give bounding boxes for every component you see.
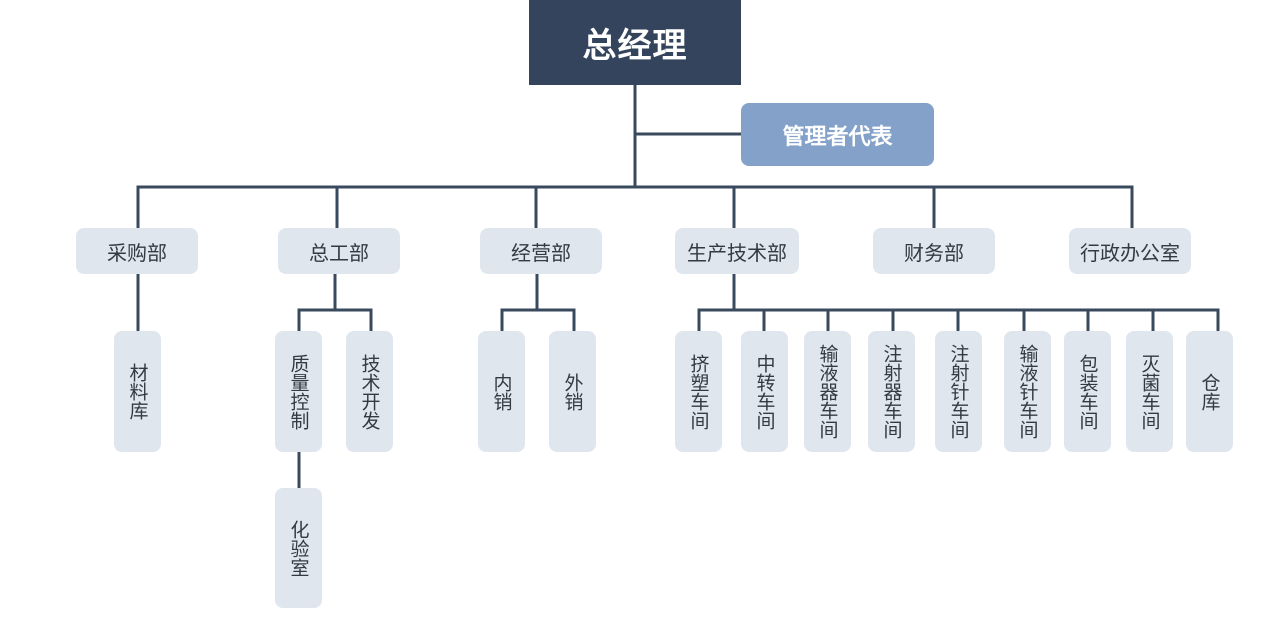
unit-label: 包装车间 [1076,353,1099,430]
dept-sales: 经营部 [480,228,602,274]
unit-label: 灭菌车间 [1138,353,1161,430]
management-representative-node: 管理者代表 [741,103,934,166]
unit-label: 注射针车间 [947,344,970,439]
unit-domestic-sales: 内销 [478,331,525,452]
unit-label: 材料库 [126,363,149,420]
management-representative-label: 管理者代表 [782,124,893,150]
unit-label: 质量控制 [287,353,310,430]
unit-label: 技术开发 [358,353,381,430]
unit-label: 输液器车间 [816,344,839,439]
unit-laboratory: 化验室 [275,488,322,608]
unit-export-sales: 外销 [549,331,596,452]
dept-purchase-label: 采购部 [107,240,167,265]
unit-infusion-set-workshop: 输液器车间 [804,331,851,452]
dept-purchase: 采购部 [76,228,198,274]
dept-finance-label: 财务部 [904,240,964,265]
unit-extrusion-workshop: 挤塑车间 [675,331,722,452]
unit-label: 注射器车间 [880,344,903,439]
unit-packaging-workshop: 包装车间 [1064,331,1111,452]
dept-engineering-label: 总工部 [309,240,369,265]
unit-quality-control: 质量控制 [275,331,322,452]
unit-needle-workshop: 注射针车间 [935,331,982,452]
unit-label: 挤塑车间 [687,353,710,430]
dept-production: 生产技术部 [675,228,799,274]
general-manager-label: 总经理 [582,26,688,66]
dept-sales-label: 经营部 [511,240,571,265]
general-manager-node: 总经理 [529,0,741,85]
unit-infusion-needle-workshop: 输液针车间 [1004,331,1051,452]
dept-admin: 行政办公室 [1069,228,1191,274]
unit-label: 内销 [490,372,513,411]
dept-engineering: 总工部 [278,228,400,274]
unit-material-store: 材料库 [114,331,161,452]
unit-syringe-workshop: 注射器车间 [868,331,915,452]
unit-label: 中转车间 [753,353,776,430]
unit-label: 外销 [561,372,584,411]
dept-admin-label: 行政办公室 [1080,240,1180,265]
unit-sterilization-workshop: 灭菌车间 [1126,331,1173,452]
unit-label: 仓库 [1198,372,1221,411]
unit-transfer-workshop: 中转车间 [741,331,788,452]
dept-finance: 财务部 [873,228,995,274]
dept-production-label: 生产技术部 [687,240,787,265]
unit-warehouse: 仓库 [1186,331,1233,452]
unit-tech-development: 技术开发 [346,331,393,452]
unit-label: 输液针车间 [1016,344,1039,439]
unit-label: 化验室 [287,519,310,577]
